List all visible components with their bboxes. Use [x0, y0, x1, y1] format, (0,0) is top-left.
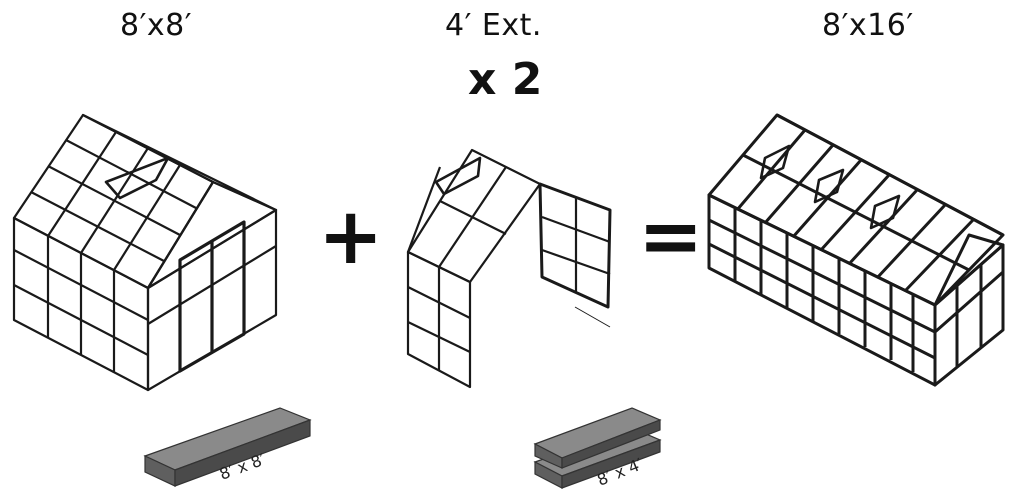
lumber-boxes-8x4: 8′ x 4′	[533, 407, 662, 490]
multiplier-label: x 2	[468, 54, 543, 105]
greenhouse-8x16-title: 8′x16′	[822, 8, 914, 43]
greenhouse-8x16-illustration	[707, 113, 1005, 387]
greenhouse-8x8-title: 8′x8′	[120, 8, 193, 43]
extension-4ft-illustration	[406, 148, 612, 389]
plus-sign: +	[318, 192, 384, 282]
lumber-box-8x8: 8′ x 8′	[143, 407, 312, 487]
extension-4ft-title: 4′ Ext.	[445, 8, 542, 43]
greenhouse-8x8-illustration	[12, 113, 278, 392]
equals-sign: =	[638, 192, 704, 282]
